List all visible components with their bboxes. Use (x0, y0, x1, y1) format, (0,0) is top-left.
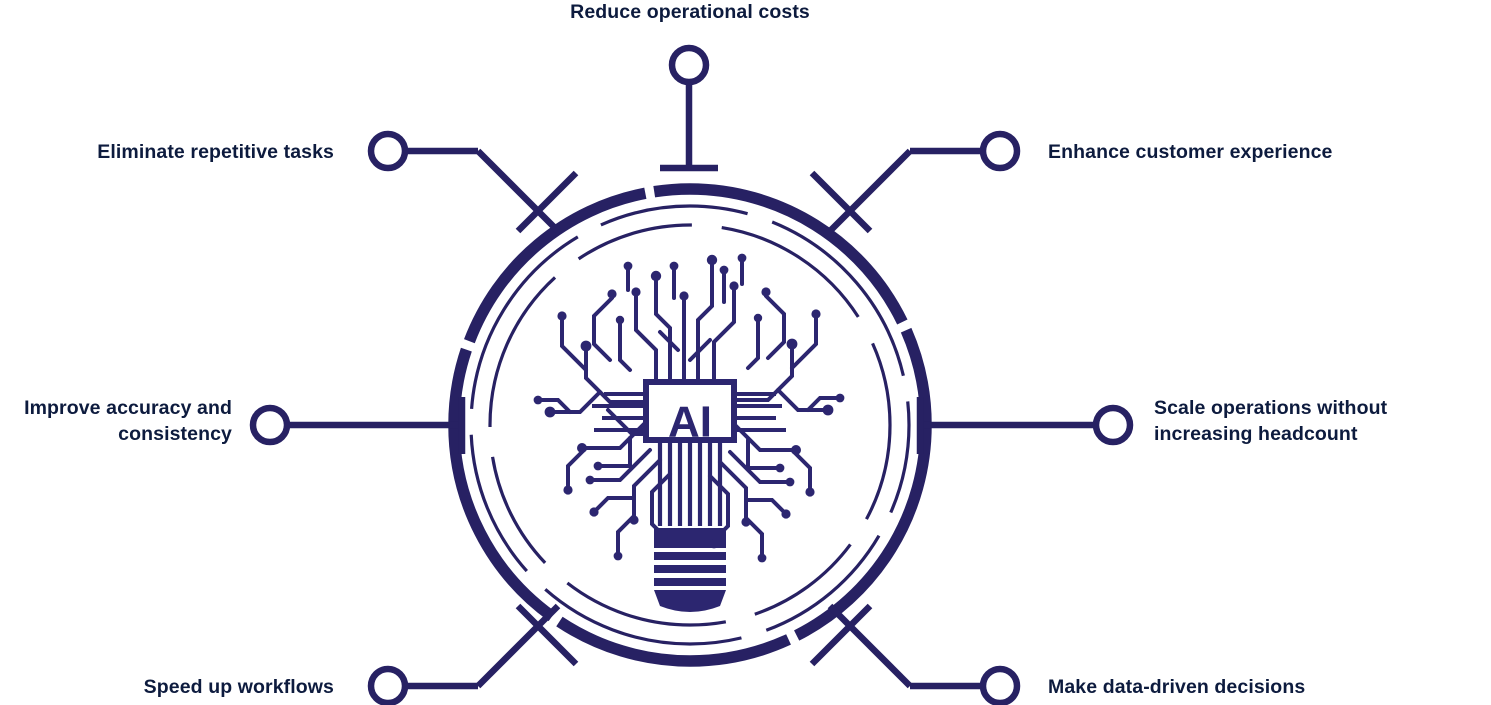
circuit-branches (536, 260, 842, 556)
ai-chip-label: AI (668, 398, 712, 447)
connector-left (287, 397, 466, 454)
node-label-enhance-customer-experience: Enhance customer experience (1048, 141, 1333, 163)
node-endpoint-right (1092, 404, 1134, 446)
node-label-improve-accuracy-and-consistency: Improve accuracy and consistency (24, 397, 232, 445)
inner-ring (488, 223, 892, 627)
connector-top-left (405, 147, 579, 234)
node-endpoint-bottom-right (979, 665, 1021, 705)
bulb-neck-lines (657, 438, 723, 526)
node-label-eliminate-repetitive-tasks: Eliminate repetitive tasks (97, 141, 334, 163)
node-endpoint-top (668, 44, 710, 86)
ai-lightbulb-circuit-icon: AI (533, 253, 845, 612)
node-label-scale-operations-without-increasing-headcount: Scale operations without increasing head… (1154, 397, 1388, 445)
node-label-make-data-driven-decisions: Make data-driven decisions (1048, 676, 1306, 698)
connector-bottom-left (405, 603, 579, 690)
node-endpoint-bottom-left (367, 665, 409, 705)
outer-ring-accent (469, 204, 911, 646)
bulb-base (654, 528, 726, 612)
ai-chip: AI (643, 379, 737, 447)
connector-top-right (809, 147, 983, 234)
node-endpoint-left (249, 404, 291, 446)
node-label-reduce-operational-costs: Reduce operational costs (570, 1, 810, 23)
circuit-nodes (533, 253, 845, 563)
node-endpoint-top-left (367, 130, 409, 172)
connector-right (916, 397, 1096, 454)
connector-bottom-right (809, 603, 983, 690)
node-endpoint-top-right (979, 130, 1021, 172)
node-label-speed-up-workflows: Speed up workflows (143, 676, 334, 698)
connector-top (660, 82, 718, 172)
